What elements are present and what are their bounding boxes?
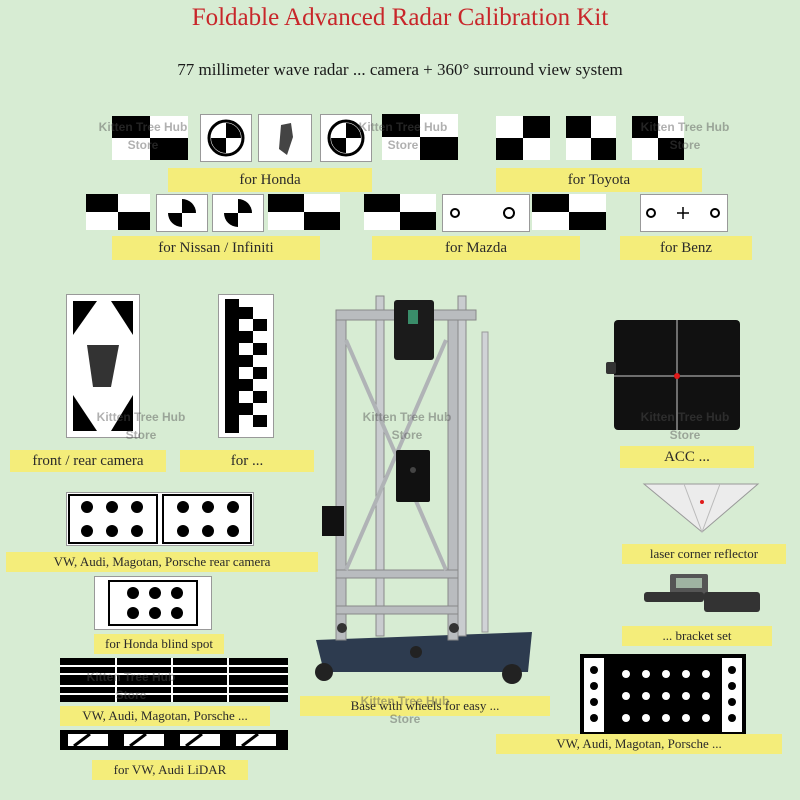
label-mazda: for Mazda bbox=[372, 236, 580, 260]
dot-board-icon bbox=[108, 580, 198, 626]
acc-mount-knob bbox=[606, 362, 616, 374]
center-pattern-target bbox=[218, 294, 274, 438]
stripe-board-icon bbox=[60, 658, 288, 702]
mazda-target-3 bbox=[532, 194, 606, 230]
toyota-target-3 bbox=[632, 116, 684, 160]
page-subtitle: 77 millimeter wave radar ... camera + 36… bbox=[177, 60, 623, 79]
label-toyota: for Toyota bbox=[496, 168, 702, 192]
quarter-circle-icon bbox=[168, 199, 196, 227]
mazda-target-1 bbox=[364, 194, 436, 230]
label-rear-camera: front / rear camera bbox=[10, 450, 166, 472]
ring-cross-target-icon bbox=[646, 207, 720, 219]
label-vw-360: VW, Audi, Magotan, Porsche ... bbox=[60, 706, 270, 726]
honda-target-circle-2 bbox=[320, 114, 372, 162]
laser-corner-reflector bbox=[640, 478, 762, 536]
label-nissan: for Nissan / Infiniti bbox=[112, 236, 320, 260]
crosshair-icon bbox=[614, 320, 740, 430]
honda-target-circle-1 bbox=[200, 114, 252, 162]
nissan-target-1 bbox=[86, 194, 150, 230]
label-benz: for Benz bbox=[620, 236, 752, 260]
honda-target-speckle bbox=[258, 114, 312, 162]
speckle-pattern-icon bbox=[279, 123, 293, 155]
label-vw-rear: VW, Audi, Magotan, Porsche rear camera bbox=[6, 552, 318, 572]
nissan-target-2 bbox=[156, 194, 208, 232]
dot-grid-board-icon bbox=[68, 494, 252, 544]
nissan-target-3 bbox=[212, 194, 264, 232]
benz-target bbox=[640, 194, 728, 232]
label-center-target: for ... bbox=[180, 450, 314, 472]
acc-target bbox=[614, 320, 740, 430]
slash-board-icon bbox=[68, 732, 276, 748]
toyota-target-2 bbox=[566, 116, 616, 160]
label-honda: for Honda bbox=[168, 168, 372, 192]
quarter-circle-icon bbox=[224, 199, 252, 227]
vw-rear-target bbox=[66, 492, 254, 546]
ring-target-icon bbox=[450, 207, 515, 219]
mazda-target-2 bbox=[442, 194, 530, 232]
crosshair-circle-icon bbox=[207, 119, 245, 157]
rear-camera-target bbox=[66, 294, 140, 438]
bracket-set bbox=[640, 570, 764, 620]
nissan-target-4 bbox=[268, 194, 340, 230]
bracket-icon bbox=[644, 574, 760, 612]
vw-large-target bbox=[580, 654, 746, 736]
honda-target-checker-1 bbox=[112, 116, 188, 160]
label-bracket: ... bracket set bbox=[622, 626, 772, 646]
frame-stand-icon bbox=[315, 295, 532, 684]
vw-lidar-target bbox=[60, 730, 288, 750]
pattern-board-icon bbox=[73, 301, 133, 431]
label-vw-lidar: for VW, Audi LiDAR bbox=[92, 760, 248, 780]
crosshair-circle-icon bbox=[327, 119, 365, 157]
label-vw-bottom-right: VW, Audi, Magotan, Porsche ... bbox=[496, 734, 782, 754]
label-base: Base with wheels for easy ... bbox=[300, 696, 550, 716]
label-acc: ACC ... bbox=[620, 446, 754, 468]
reflector-icon bbox=[642, 483, 760, 534]
honda-target-checker-2 bbox=[382, 114, 458, 160]
page-title: Foldable Advanced Radar Calibration Kit bbox=[191, 4, 609, 31]
toyota-target-1 bbox=[496, 116, 550, 160]
calibration-frame bbox=[296, 280, 546, 700]
dot-grid-board-icon bbox=[584, 658, 742, 732]
label-honda-blind: for Honda blind spot bbox=[94, 634, 224, 654]
stepped-pattern-icon bbox=[225, 299, 267, 433]
label-laser-reflector: laser corner reflector bbox=[622, 544, 786, 564]
honda-blind-spot-target bbox=[94, 576, 212, 630]
vw-360-target bbox=[60, 658, 288, 702]
